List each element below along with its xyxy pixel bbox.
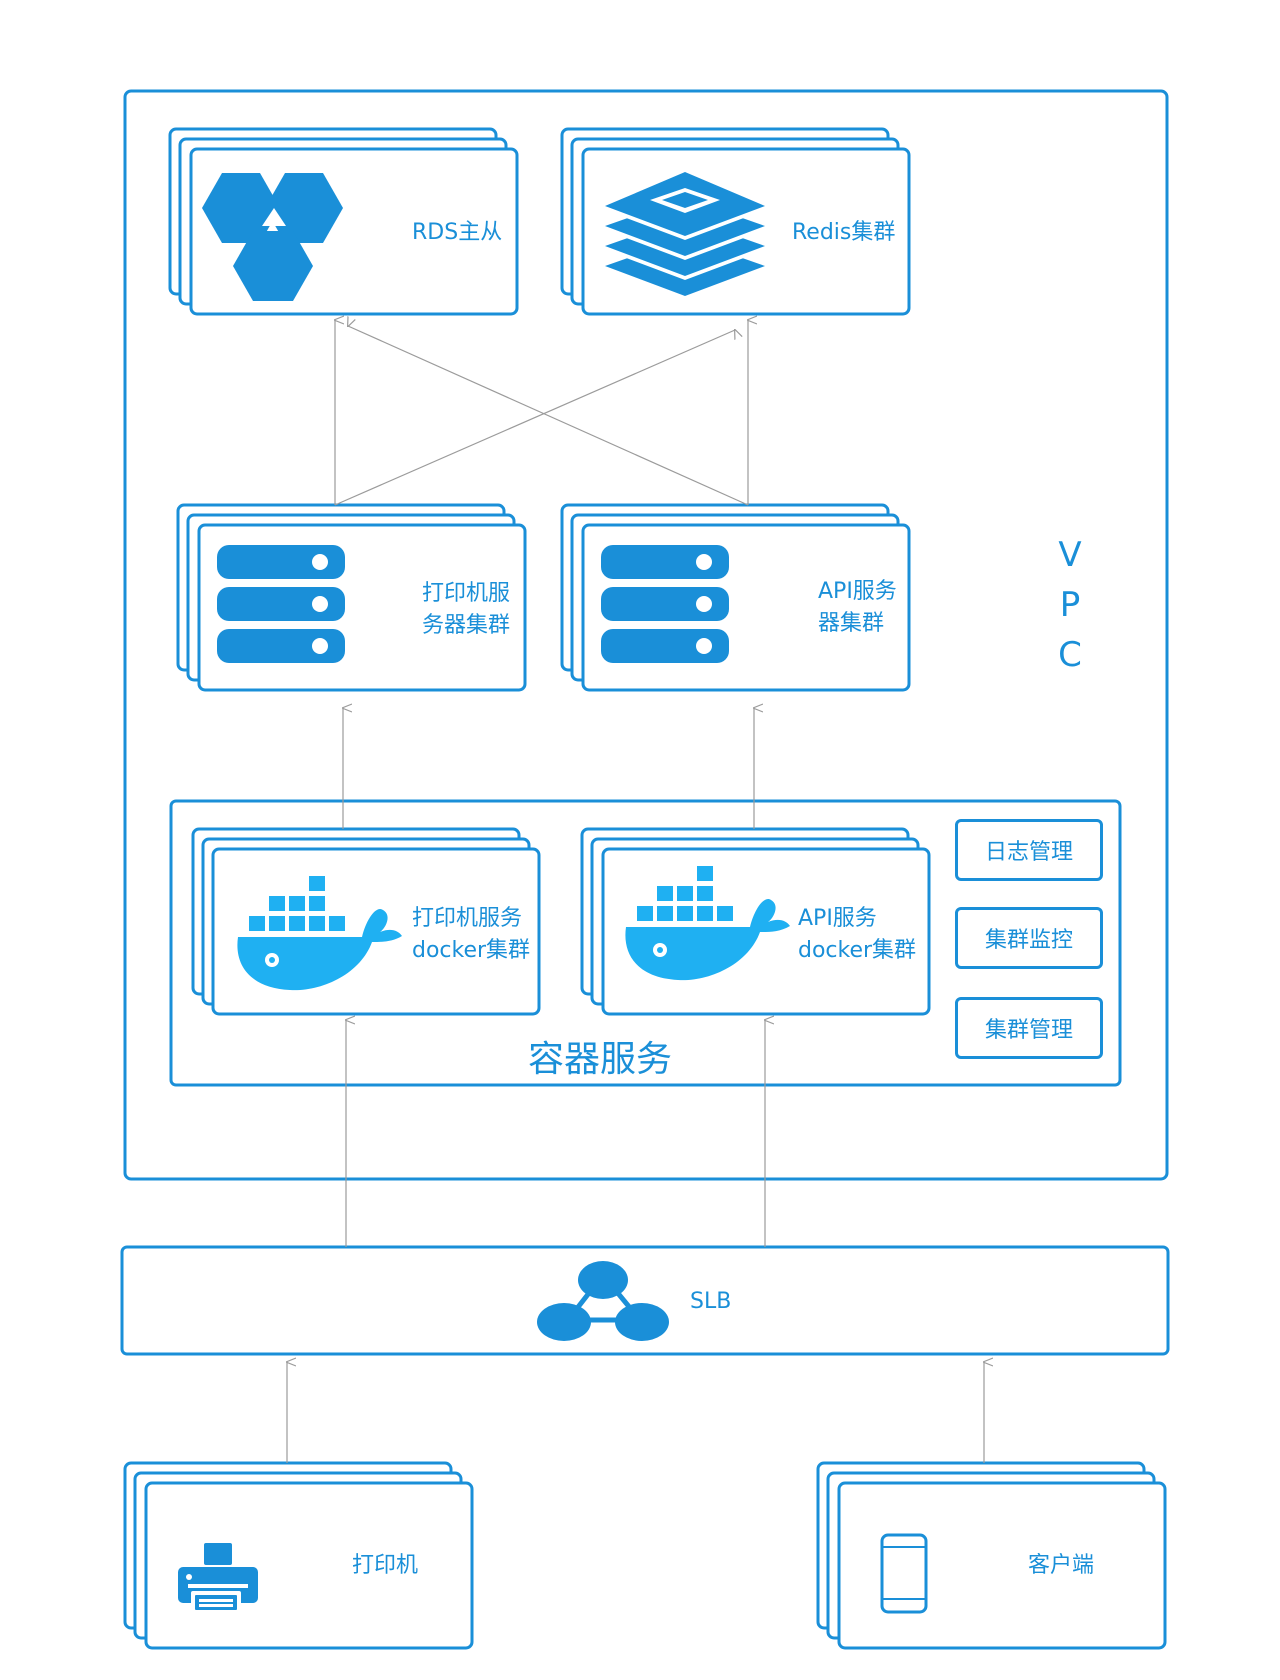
rds-label: RDS主从	[412, 220, 503, 245]
printer-servers-label: 打印机服 务器集群	[422, 581, 511, 638]
redis-label: Redis集群	[792, 220, 896, 245]
hexagon-cluster-icon	[202, 173, 343, 301]
printer-client-card-stack[interactable]	[123, 1461, 474, 1650]
api-servers-label: API服务 器集群	[818, 579, 897, 636]
arrow-printer-servers-to-redis	[334, 330, 735, 506]
vpc-label: V P C	[1058, 535, 1082, 675]
slb-label: SLB	[690, 1289, 732, 1314]
arrow-api-servers-to-rds	[348, 326, 749, 506]
redis-stack-icon	[605, 172, 765, 296]
server-stack-icon	[217, 545, 345, 663]
docker-whale-icon	[625, 866, 790, 981]
api-docker-label: API服务 docker集群	[798, 906, 917, 963]
load-balancer-icon	[537, 1261, 669, 1341]
container-service-frame	[169, 799, 1122, 1087]
server-stack-icon	[601, 545, 729, 663]
printer-icon	[178, 1543, 258, 1610]
customer-client-card-stack[interactable]	[816, 1461, 1167, 1650]
cluster-monitoring-button[interactable]: 集群监控	[955, 907, 1103, 969]
printer-client-label: 打印机	[352, 1553, 419, 1578]
printer-docker-label: 打印机服务 docker集群	[412, 906, 531, 963]
connector-arrows	[287, 320, 984, 1463]
log-management-button[interactable]: 日志管理	[955, 819, 1103, 881]
customer-client-label: 客户端	[1028, 1553, 1095, 1578]
vpc-frame	[123, 89, 1169, 1181]
mobile-phone-icon	[880, 1533, 928, 1614]
docker-whale-icon	[237, 876, 402, 991]
slb-bar[interactable]	[120, 1245, 1170, 1356]
cluster-management-button[interactable]: 集群管理	[955, 997, 1103, 1059]
container-service-title: 容器服务	[527, 1039, 672, 1080]
